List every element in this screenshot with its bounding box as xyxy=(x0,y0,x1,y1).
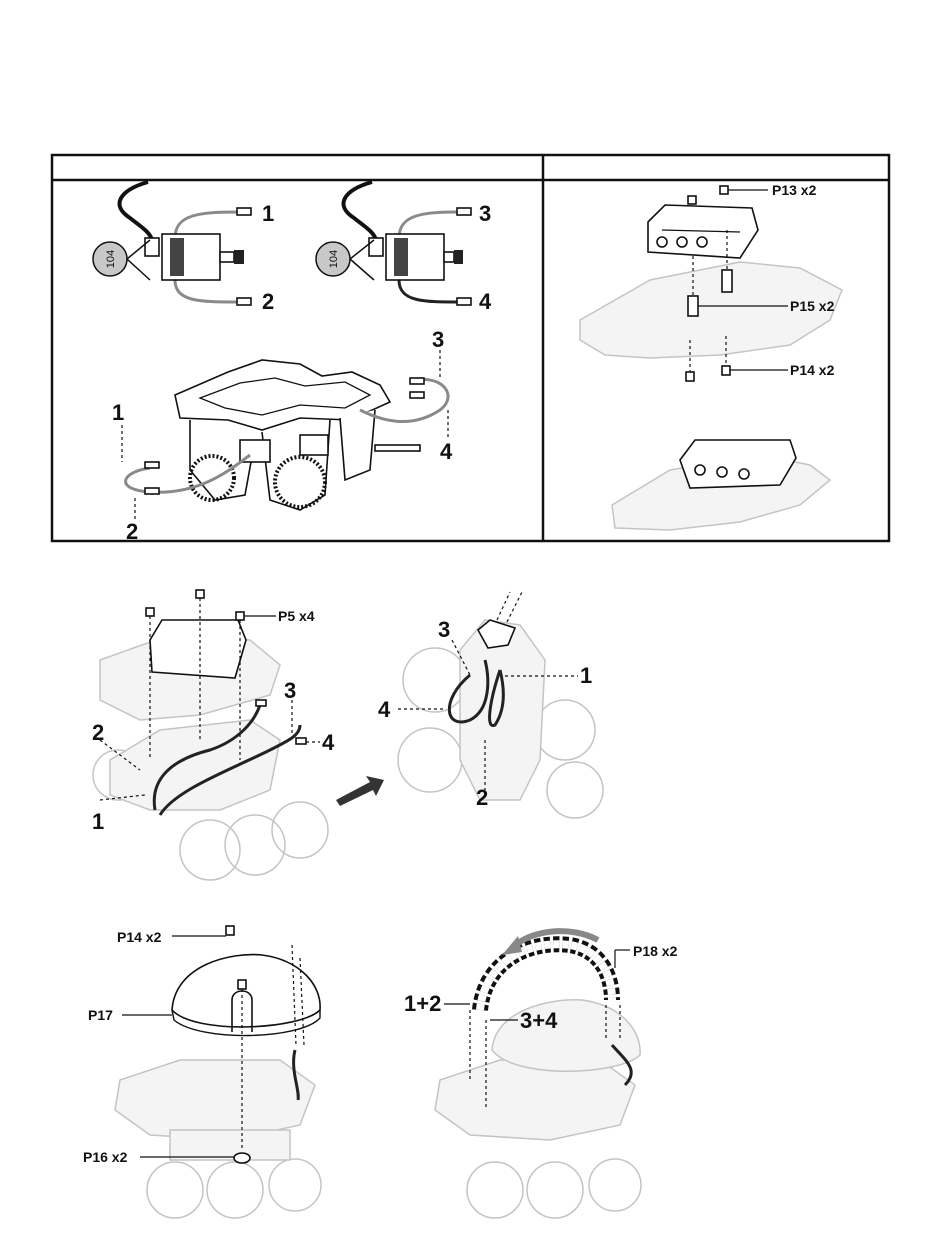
rot-dash-up-b xyxy=(507,592,522,622)
axle-right xyxy=(375,445,420,451)
chassis-label-2: 2 xyxy=(126,519,138,544)
motor-1-label-top: 1 xyxy=(262,201,274,226)
dome-screw-top xyxy=(226,926,234,935)
step4-dome-diagram: P14 x2 P17 P16 x2 xyxy=(83,926,321,1218)
rot-ghost-wheel-3 xyxy=(535,700,595,760)
arch-ghost-wheel-2 xyxy=(527,1162,583,1218)
rot-label-4: 4 xyxy=(378,697,391,722)
rot-ghost-wheel-2 xyxy=(398,728,462,792)
label-dome-p16: P16 x2 xyxy=(83,1149,128,1165)
battery-slot-3 xyxy=(697,237,707,247)
motor-2-plug xyxy=(369,238,383,256)
battery-box-assembled xyxy=(680,440,796,488)
label-p13: P13 x2 xyxy=(772,182,817,198)
gearbox-leg-middle xyxy=(262,420,330,510)
rot-dash-up-a xyxy=(497,592,510,620)
step4-arch-diagram: 1+2 3+4 P18 x2 xyxy=(404,931,678,1218)
step3-label-1: 1 xyxy=(92,809,104,834)
dome-screw-front xyxy=(238,980,246,989)
motor-2-pinion xyxy=(454,250,463,264)
step3-transition-arrow xyxy=(336,776,384,806)
chassis-label-1: 1 xyxy=(112,400,124,425)
label-arch-p18: P18 x2 xyxy=(633,943,678,959)
motor-1-label-bottom: 2 xyxy=(262,289,274,314)
arch-ghost-wheel-1 xyxy=(467,1162,523,1218)
label-arch-34: 3+4 xyxy=(520,1008,558,1033)
step3-label-4: 4 xyxy=(322,730,335,755)
dome-ghost-wheel-1 xyxy=(147,1162,203,1218)
standoff-p15-a xyxy=(688,296,698,316)
step3-battery-box xyxy=(150,620,246,678)
nut-p16 xyxy=(234,1153,250,1163)
step3-screw-b xyxy=(196,590,204,598)
label-p15: P15 x2 xyxy=(790,298,835,314)
step3-screw-a xyxy=(146,608,154,616)
connector-left-a xyxy=(145,462,159,468)
motor-1-plug xyxy=(145,238,159,256)
assembled-slot-3 xyxy=(739,469,749,479)
standoff-p15-b xyxy=(722,270,732,292)
arch-ghost-wheel-3 xyxy=(589,1159,641,1211)
motor-1-shaft xyxy=(220,252,234,262)
assembled-slot-2 xyxy=(717,467,727,477)
step3-connector-a xyxy=(256,700,266,706)
rot-ghost-wheel-1 xyxy=(403,648,467,712)
step3-connector-b xyxy=(296,738,306,744)
battery-slot-2 xyxy=(677,237,687,247)
rot-ghost-wheel-4 xyxy=(547,762,603,818)
screw-p14-a xyxy=(686,372,694,381)
label-arch-12: 1+2 xyxy=(404,991,441,1016)
label-dome-p17: P17 xyxy=(88,1007,113,1023)
gearbox-motor-b xyxy=(300,435,328,455)
battery-slot-1 xyxy=(657,237,667,247)
gearbox-leg-right xyxy=(340,410,375,480)
motor-2-shaft xyxy=(444,252,454,262)
motor-2-label-bottom: 4 xyxy=(479,289,492,314)
motor-2-connector-bottom xyxy=(457,298,471,305)
rot-label-1: 1 xyxy=(580,663,592,688)
step3-label-2: 2 xyxy=(92,720,104,745)
motor-1-pinion xyxy=(234,250,244,264)
arch-ghost-dome xyxy=(492,1000,640,1071)
motor-2-endcap xyxy=(394,238,408,276)
step3-screw-c xyxy=(236,612,244,620)
motor-2-label-top: 3 xyxy=(479,201,491,226)
capacitor-1-label: 104 xyxy=(105,250,117,268)
dome-ghost-wheel-2 xyxy=(207,1162,263,1218)
dome-p17 xyxy=(172,955,320,1027)
screw-p13-a xyxy=(688,196,696,204)
chassis-label-4: 4 xyxy=(440,439,453,464)
connector-left-b xyxy=(145,488,159,494)
dome-ghost-gearbox xyxy=(170,1130,290,1160)
dome-ghost-base xyxy=(115,1060,315,1140)
capacitor-2-label: 104 xyxy=(328,250,340,268)
ghost-wheel-1 xyxy=(180,820,240,880)
motor-1-connector-top xyxy=(237,208,251,215)
connector-right-a xyxy=(410,378,424,384)
motor-1-connector-bottom xyxy=(237,298,251,305)
label-p5: P5 x4 xyxy=(278,608,315,624)
screw-p14-b xyxy=(722,366,730,375)
connector-right-b xyxy=(410,392,424,398)
arch-ghost-base xyxy=(435,1060,635,1140)
screw-p13-b xyxy=(720,186,728,194)
rot-label-2: 2 xyxy=(476,785,488,810)
ghost-gearbox xyxy=(110,720,280,810)
dome-ghost-wheel-3 xyxy=(269,1159,321,1211)
step3-rotated-diagram: 3 4 1 2 xyxy=(378,592,603,818)
rot-label-3: 3 xyxy=(438,617,450,642)
label-dome-p14: P14 x2 xyxy=(117,929,162,945)
step3-exploded-diagram: P5 x4 3 4 2 1 xyxy=(92,590,335,880)
label-p14: P14 x2 xyxy=(790,362,835,378)
motor-1-endcap xyxy=(170,238,184,276)
step3-label-3: 3 xyxy=(284,678,296,703)
assembled-slot-1 xyxy=(695,465,705,475)
chassis-label-3: 3 xyxy=(432,327,444,352)
motor-2-connector-top xyxy=(457,208,471,215)
